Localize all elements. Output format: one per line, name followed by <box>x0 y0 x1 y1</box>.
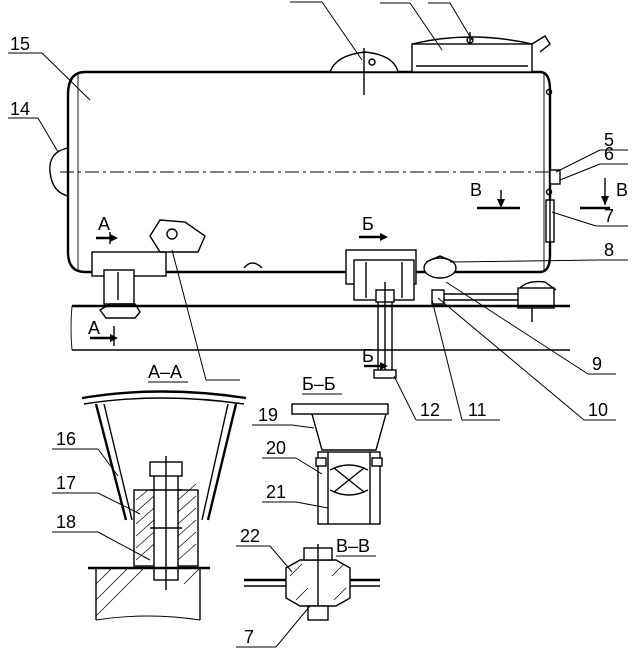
leader-lines <box>8 1 628 648</box>
callout-8: 8 <box>604 240 614 260</box>
callout-14: 14 <box>10 99 30 119</box>
callout-19: 19 <box>258 405 278 425</box>
bolt-12 <box>373 282 397 379</box>
section-bb-view <box>291 403 389 525</box>
callout-12: 12 <box>420 400 440 420</box>
section-vv-view <box>244 544 380 621</box>
mid-fitting <box>243 262 263 269</box>
section-title-vv: В–В <box>336 536 370 556</box>
callout-17: 17 <box>56 473 76 493</box>
section-mark-labels: A A Б Б В В <box>88 180 628 366</box>
section-a-top: A <box>98 214 110 234</box>
vehicle-frame <box>70 304 570 351</box>
section-b-marks <box>359 233 388 370</box>
section-a-bottom: A <box>88 318 100 338</box>
callout-11: 11 <box>468 400 487 420</box>
callout-18: 18 <box>56 512 76 532</box>
callout-6: 6 <box>604 144 614 164</box>
section-b-top: Б <box>362 214 374 234</box>
section-v-right: В <box>616 180 628 200</box>
section-aa-view <box>81 390 247 621</box>
top-hatch <box>329 48 399 95</box>
section-v-marks <box>477 178 610 210</box>
callout-21: 21 <box>266 482 286 502</box>
drain-valve-assembly <box>423 255 557 322</box>
tank-body <box>60 70 560 274</box>
callout-16: 16 <box>56 429 76 449</box>
callout-5: 5 <box>604 130 614 150</box>
section-b-bottom: Б <box>362 346 374 366</box>
left-support <box>91 219 206 319</box>
filler-lid <box>411 32 551 73</box>
right-fittings <box>545 88 561 243</box>
callout-9: 9 <box>592 354 602 374</box>
section-a-marks <box>90 232 118 346</box>
callout-20: 20 <box>266 438 286 458</box>
callout-7: 7 <box>604 206 614 226</box>
section-titles: А–А Б–Б В–В <box>148 362 370 556</box>
section-title-bb: Б–Б <box>302 374 336 394</box>
callout-22: 22 <box>240 526 260 546</box>
section-title-aa: А–А <box>148 362 182 382</box>
callout-15: 15 <box>10 34 30 54</box>
section-v-left: В <box>470 180 482 200</box>
callout-labels: 15 14 5 6 7 8 9 10 11 12 16 17 18 19 20 … <box>10 34 614 647</box>
callout-7-bottom: 7 <box>244 627 254 647</box>
callout-10: 10 <box>588 400 608 420</box>
